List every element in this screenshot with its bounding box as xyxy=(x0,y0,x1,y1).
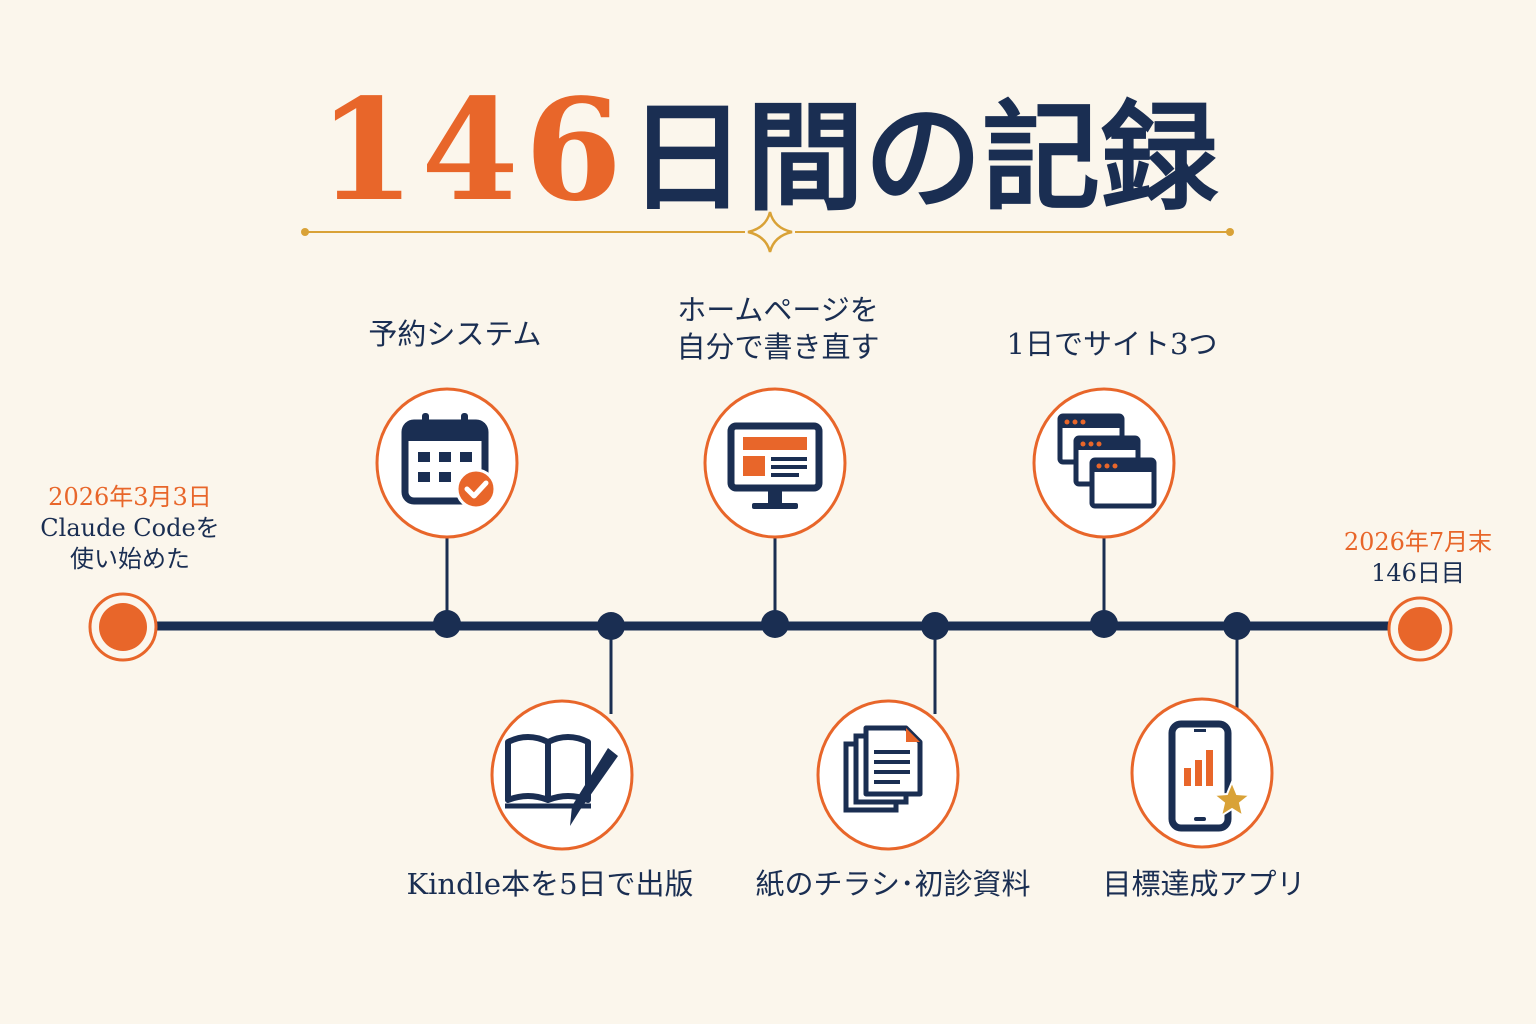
end-node xyxy=(1387,596,1453,662)
end-date: 2026年7月末 xyxy=(1343,528,1493,556)
milestone-connector-6 xyxy=(1223,612,1251,710)
milestone-connector-3 xyxy=(761,536,789,638)
start-line1: Claude Codeを xyxy=(40,514,220,543)
browser-windows-icon xyxy=(1032,387,1176,539)
milestone-label-1: 予約システム xyxy=(368,316,541,353)
milestone-4-text: 紙のチラシ･初診資料 xyxy=(755,867,1031,901)
milestone-connector-4 xyxy=(921,612,949,714)
milestone-3-text-line1: ホームページを xyxy=(677,293,879,327)
end-line1: 146日目 xyxy=(1371,559,1465,588)
documents-icon xyxy=(816,699,960,851)
page-title: 146日間の記録 xyxy=(0,62,1536,233)
title-text: 日間の記録 xyxy=(628,88,1219,227)
milestone-5-text: 1日でサイト3つ xyxy=(1006,327,1218,361)
start-label: 2026年3月3日 Claude Codeを 使い始めた xyxy=(40,482,219,576)
start-date: 2026年3月3日 xyxy=(48,483,212,511)
milestone-label-6: 目標達成アプリ xyxy=(1102,866,1305,903)
milestone-label-2: Kindle本を5日で出版 xyxy=(406,866,693,903)
monitor-icon xyxy=(703,387,847,539)
milestone-label-3: ホームページを 自分で書き直す xyxy=(676,292,879,366)
milestone-label-4: 紙のチラシ･初診資料 xyxy=(756,866,1031,903)
title-number: 146 xyxy=(317,69,629,233)
end-label: 2026年7月末 146日目 xyxy=(1344,527,1492,589)
milestone-3-text-line2: 自分で書き直す xyxy=(676,330,880,365)
milestone-1-text: 予約システム xyxy=(368,317,542,351)
title-divider xyxy=(301,211,1234,253)
start-node xyxy=(88,592,158,662)
phone-chart-icon xyxy=(1130,697,1274,849)
start-line2: 使い始めた xyxy=(69,545,190,574)
book-pen-icon xyxy=(490,699,634,851)
milestone-connector-1 xyxy=(433,536,461,638)
calendar-check-icon xyxy=(375,387,519,539)
milestone-connector-2 xyxy=(597,612,625,714)
milestone-connector-5 xyxy=(1090,536,1118,638)
milestone-label-5: 1日でサイト3つ xyxy=(1007,326,1218,363)
milestone-6-text: 目標達成アプリ xyxy=(1102,867,1306,901)
milestone-2-text: Kindle本を5日で出版 xyxy=(406,867,694,901)
